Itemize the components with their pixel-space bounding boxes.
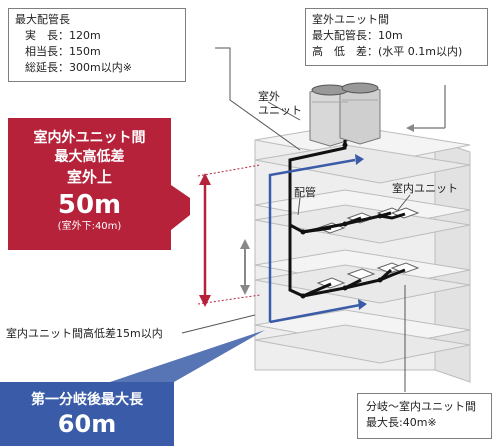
outdoor-max-length-row: 最大配管長：10m <box>312 29 403 42</box>
first-branch-max-length-box: 第一分岐後最大長 60m <box>0 382 174 446</box>
actual-length-row: 実 長：120m <box>25 29 101 42</box>
piping-label: 配管 <box>294 186 316 199</box>
blue-value: 60m <box>57 410 117 438</box>
indoor-outdoor-height-box: 室内外ユニット間 最大高低差 室外上 50m (室外下:40m) <box>8 118 171 250</box>
blue-arrow-head-top <box>355 154 364 165</box>
outdoor-unit-spacing-title: 室外ユニット間 <box>312 13 389 26</box>
blue-title: 第一分岐後最大長 <box>31 392 143 408</box>
grey-height-arrow <box>240 239 250 295</box>
first-branch-path <box>268 158 361 324</box>
branch-to-indoor-line-2: 最大長:40m※ <box>366 416 437 429</box>
outdoor-unit-label-1: 室外 <box>258 90 280 103</box>
outdoor-unit-icon <box>309 82 381 147</box>
max-piping-length-box: 最大配管長 実 長：120m 相当長：150m 総延長：300m以内※ <box>8 8 186 82</box>
red-line-3: 室外上 <box>66 168 112 186</box>
blue-arrow-head-bottom <box>358 299 367 310</box>
indoor-height-diff-label: 室内ユニット間高低差15m以内 <box>6 327 163 340</box>
red-line-1: 室内外ユニット間 <box>33 130 146 146</box>
branch-to-indoor-line-1: 分岐～室内ユニット間 <box>366 400 476 413</box>
outdoor-unit-spacing-box: 室外ユニット間 最大配管長：10m 高 低 差：(水平 0.1m以内) <box>305 8 488 66</box>
blue-callout-pointer <box>110 330 265 382</box>
leader-lines <box>181 47 411 392</box>
indoor-unit-label: 室内ユニット <box>392 182 458 195</box>
branch-to-indoor-box: 分岐～室内ユニット間 最大長:40m※ <box>357 393 492 439</box>
equivalent-length-row: 相当長：150m <box>25 45 101 58</box>
red-height-arrow <box>199 173 211 307</box>
red-value: 50m <box>57 190 122 220</box>
max-piping-length-title: 最大配管長 <box>15 13 70 26</box>
piping-branch-nodes <box>300 142 383 299</box>
building-side <box>434 139 471 383</box>
outdoor-height-diff-row: 高 低 差：(水平 0.1m以内) <box>312 45 463 58</box>
outdoor-gap-arrow <box>406 85 446 132</box>
red-sub: (室外下:40m) <box>57 221 122 232</box>
outdoor-unit-label-2: ユニット <box>258 104 302 117</box>
red-callout-pointer <box>171 185 190 230</box>
red-line-2: 最大高低差 <box>54 149 125 165</box>
red-guide-lines <box>197 164 261 305</box>
total-length-row: 総延長：300m以内※ <box>25 61 132 74</box>
